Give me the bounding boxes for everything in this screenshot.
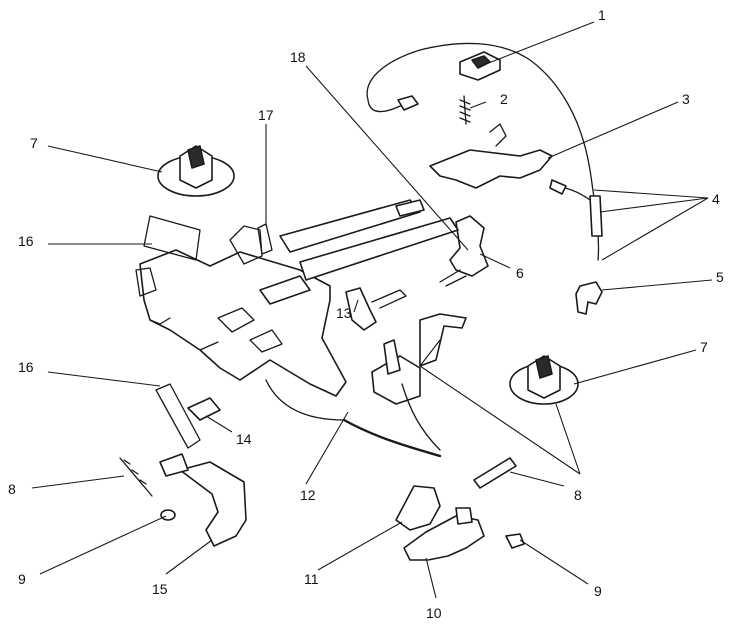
callout-11: 11 <box>304 571 319 587</box>
part-9-left <box>160 509 176 521</box>
callout-1: 1 <box>598 7 606 23</box>
cable-assembly <box>366 42 603 261</box>
callout-17: 17 <box>258 107 274 123</box>
callout-15: 15 <box>152 581 168 597</box>
part-10 <box>403 515 485 561</box>
callout-16-upper: 16 <box>18 233 34 249</box>
callout-9-right: 9 <box>594 583 602 599</box>
part-3 <box>429 149 553 189</box>
part-7-disc-lower <box>509 355 579 405</box>
callout-2: 2 <box>500 91 508 107</box>
part-7-disc-upper <box>157 145 235 197</box>
callout-7-upper: 7 <box>30 135 38 151</box>
part-13 <box>345 287 377 331</box>
callout-9-left: 9 <box>18 571 26 587</box>
part-17 <box>257 223 273 255</box>
leader-lines <box>31 21 713 599</box>
part-8-spring-left <box>119 457 153 497</box>
part-8-spring-right <box>473 457 517 489</box>
callout-14: 14 <box>236 431 252 447</box>
callout-7-right: 7 <box>700 339 708 355</box>
callout-12: 12 <box>300 487 316 503</box>
callout-8-right: 8 <box>574 487 582 503</box>
callout-4: 4 <box>712 191 720 207</box>
callout-8-left: 8 <box>8 481 16 497</box>
part-11 <box>395 485 441 531</box>
callout-6: 6 <box>516 265 524 281</box>
part-14 <box>187 397 221 421</box>
part-6 <box>449 215 489 277</box>
part-2-spring <box>459 95 471 125</box>
callout-10: 10 <box>426 605 442 621</box>
callout-3: 3 <box>682 91 690 107</box>
callout-13: 13 <box>336 305 352 321</box>
callout-16-lower: 16 <box>18 359 34 375</box>
part-15 <box>179 461 247 547</box>
callout-5: 5 <box>716 269 724 285</box>
part-5 <box>575 281 603 315</box>
callout-18: 18 <box>290 49 306 65</box>
